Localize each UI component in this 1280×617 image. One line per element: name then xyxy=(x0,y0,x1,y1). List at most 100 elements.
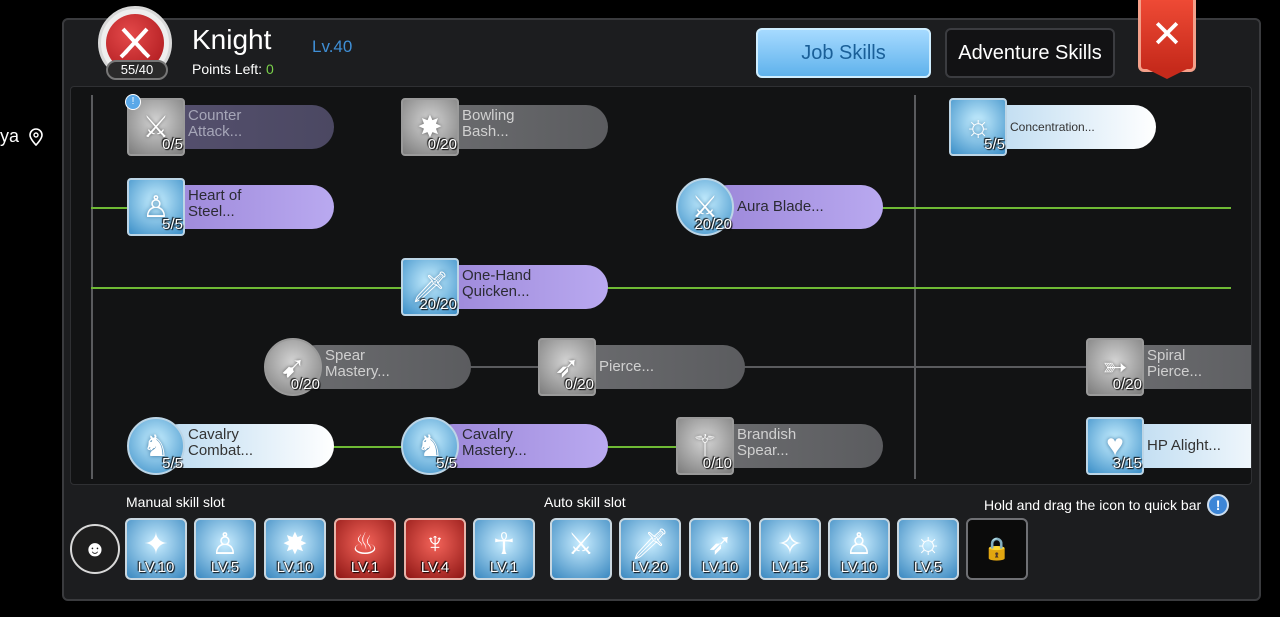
slot-level: LV.15 xyxy=(771,559,809,576)
manual-slot[interactable]: ✸LV.10 xyxy=(264,518,326,580)
auto-slot[interactable]: ✧LV.15 xyxy=(759,518,821,580)
magnum-break-icon: ✦ xyxy=(143,527,169,561)
manual-slot[interactable]: ♙LV.5 xyxy=(194,518,256,580)
skill-concentration[interactable]: Concentration... ☼ 5/5 xyxy=(949,98,1159,156)
sword-clash-icon: ⚔ xyxy=(567,527,595,561)
slot-level: LV.4 xyxy=(420,559,450,576)
locked-slot[interactable]: 🔒 xyxy=(966,518,1028,580)
slot-level: LV.10 xyxy=(701,559,739,576)
slot-level: LV.5 xyxy=(913,559,943,576)
connector xyxy=(91,287,411,289)
skill-bar: Pierce... xyxy=(568,345,745,389)
skill-count: 5/5 xyxy=(436,455,457,472)
slot-level: LV.10 xyxy=(276,559,314,576)
location-indicator[interactable]: ya xyxy=(0,126,43,147)
hp-alight-icon: ♥ xyxy=(1086,417,1144,475)
pet-avatar-icon[interactable]: ☻ xyxy=(70,524,120,574)
auto-slot[interactable]: ☼LV.5 xyxy=(897,518,959,580)
tab-job-skills[interactable]: Job Skills xyxy=(756,28,931,78)
heart-of-steel-icon: ♙ xyxy=(127,178,185,236)
connector xyxy=(871,207,1231,209)
skill-count: 0/20 xyxy=(1112,376,1142,393)
close-button[interactable]: ✕ xyxy=(1138,0,1196,72)
skill-count: 20/20 xyxy=(694,216,732,233)
points-left-value: 0 xyxy=(265,61,274,77)
auto-slot[interactable]: ♙LV.10 xyxy=(828,518,890,580)
fire-aura-icon: ♨ xyxy=(351,527,379,561)
info-icon[interactable]: ! xyxy=(1207,494,1230,516)
skill-name-line1: Spiral xyxy=(1147,347,1186,364)
manual-slot[interactable]: ♨LV.1 xyxy=(334,518,396,580)
new-badge: ! xyxy=(125,94,141,110)
skill-count: 3/15 xyxy=(1112,455,1142,472)
skill-name-line1: One-Hand xyxy=(462,267,532,284)
skill-count: 0/5 xyxy=(162,136,183,153)
slot-level: LV.10 xyxy=(137,559,175,576)
skill-aura-blade[interactable]: Aura Blade... ⚔ 20/20 xyxy=(676,178,886,236)
points-left-label: Points Left: xyxy=(192,61,263,77)
skill-bar: Aura Blade... xyxy=(706,185,883,229)
skill-count: 0/20 xyxy=(290,376,320,393)
class-level: Lv.40 xyxy=(312,37,353,56)
skill-pierce[interactable]: Pierce... ➶ 0/20 xyxy=(538,338,748,396)
auto-slot[interactable]: ⚔ xyxy=(550,518,612,580)
skill-count: 5/5 xyxy=(162,216,183,233)
auto-slot[interactable]: 🗡LV.20 xyxy=(619,518,681,580)
slot-level: LV.10 xyxy=(840,559,878,576)
sword-icon: 🗡 xyxy=(630,527,670,561)
lock-icon: 🔒 xyxy=(983,536,1011,561)
auto-slot[interactable]: ➶LV.10 xyxy=(689,518,751,580)
skill-name-line1: Heart of xyxy=(188,187,242,204)
figure-icon: ♙ xyxy=(845,527,873,561)
skill-name: Aura Blade... xyxy=(737,198,824,215)
skill-name-line1: Counter xyxy=(188,107,242,124)
tab-adventure-skills[interactable]: Adventure Skills xyxy=(945,28,1115,78)
skill-name-line2: Quicken... xyxy=(462,283,530,300)
skill-count: 20/20 xyxy=(419,296,457,313)
skill-name-line2: Attack... xyxy=(188,123,243,140)
skill-name-line2: Pierce... xyxy=(1147,363,1203,380)
skill-name-line1: Bowling xyxy=(462,107,515,124)
slot-level: LV.5 xyxy=(210,559,240,576)
manual-slot[interactable]: ♆LV.4 xyxy=(404,518,466,580)
skill-name: HP Alight... xyxy=(1147,437,1221,454)
pierce-icon: ➶ xyxy=(538,338,596,396)
concentration-icon: ☼ xyxy=(949,98,1007,156)
connector xyxy=(461,366,541,368)
skill-hp-alight[interactable]: HP Alight... ♥ 3/15 xyxy=(1086,417,1251,475)
brandish-spear-icon: ⚚ xyxy=(676,417,734,475)
spiral-pierce-icon: ➳ xyxy=(1086,338,1144,396)
connector xyxy=(601,287,1231,289)
cavalry-combat-icon: ♞ xyxy=(127,417,185,475)
connector xyxy=(606,446,686,448)
one-hand-quicken-icon: 🗡 xyxy=(401,258,459,316)
points-left: Points Left: 0 xyxy=(192,61,274,77)
manual-slot[interactable]: ☥LV.1 xyxy=(473,518,535,580)
skill-count: 0/10 xyxy=(702,455,732,472)
skill-count: 5/5 xyxy=(984,136,1005,153)
skill-count: 0/20 xyxy=(564,376,594,393)
slot-level: LV.20 xyxy=(631,559,669,576)
spear-thrust-icon: ➶ xyxy=(707,527,733,561)
close-icon: ✕ xyxy=(1151,14,1183,56)
concentration-icon: ☼ xyxy=(914,527,942,560)
manual-slot[interactable]: ✦LV.10 xyxy=(125,518,187,580)
connector xyxy=(91,207,131,209)
